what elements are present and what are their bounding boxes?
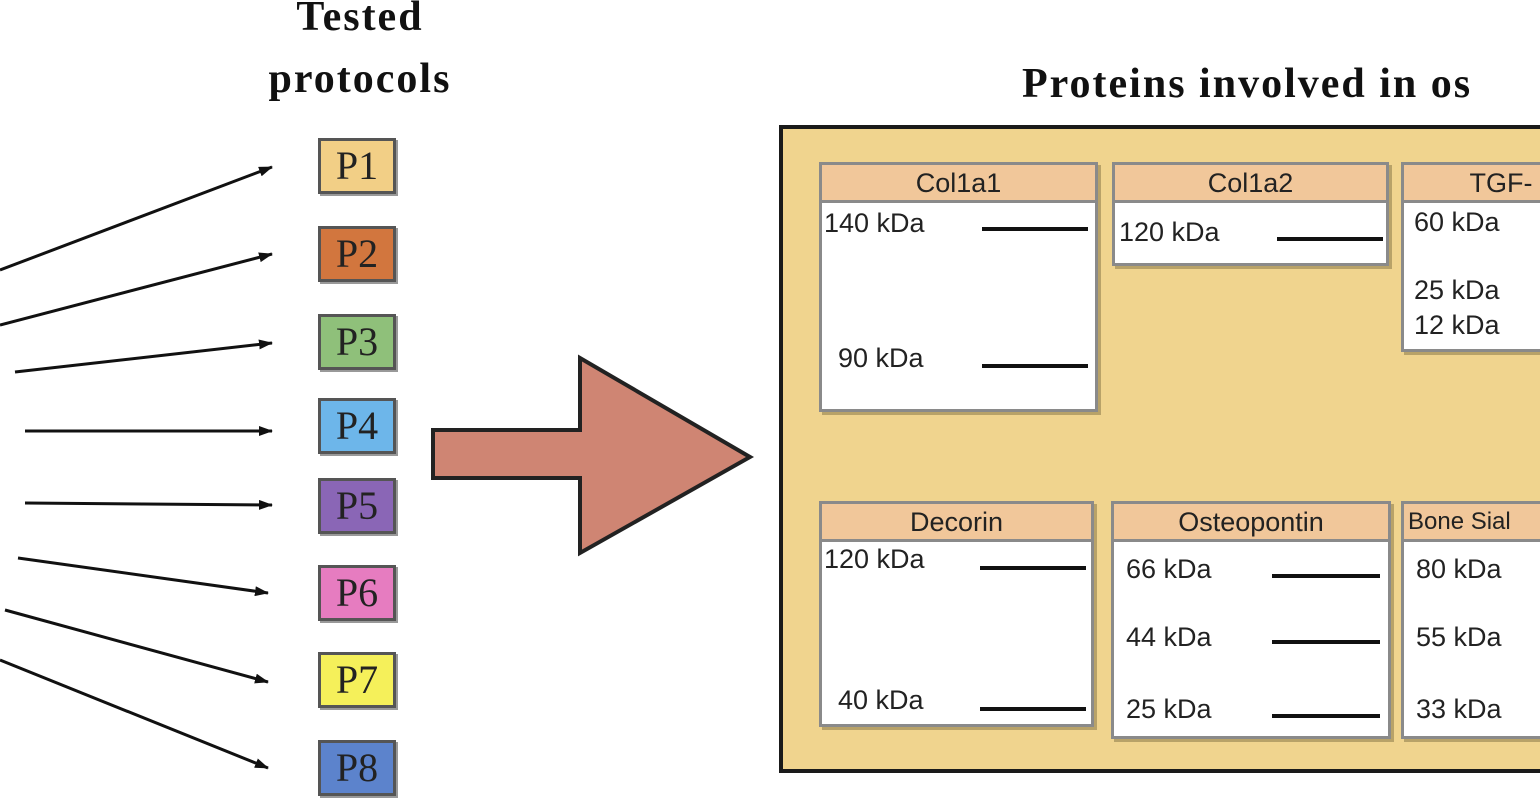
band-label: 80 kDa — [1416, 554, 1502, 584]
band-label: 60 kDa — [1414, 207, 1500, 237]
protein-name: Bone Sial — [1404, 504, 1540, 542]
arrow-to-p3 — [14, 339, 273, 374]
protein-name: TGF- — [1404, 165, 1540, 203]
band-line — [982, 364, 1088, 368]
band-label: 90 kDa — [838, 343, 924, 373]
band-label: 66 kDa — [1126, 554, 1212, 584]
band-label: 40 kDa — [838, 685, 924, 715]
band-label: 33 kDa — [1416, 694, 1502, 724]
arrow-to-p6 — [17, 556, 269, 597]
protein-name: Col1a2 — [1115, 165, 1386, 203]
protein-card-tgf: TGF- 60 kDa 25 kDa 12 kDa — [1401, 162, 1540, 352]
protein-name: Col1a1 — [822, 165, 1095, 203]
band-label: 120 kDa — [824, 544, 925, 574]
band-line — [980, 566, 1086, 570]
protein-name: Osteopontin — [1114, 504, 1388, 542]
tested-protocols-title-line-2: protocols — [268, 56, 452, 102]
big-arrow — [431, 354, 755, 557]
band-label: 120 kDa — [1119, 217, 1220, 247]
protein-card-decorin: Decorin 120 kDa 40 kDa — [819, 501, 1094, 727]
proteins-panel: Col1a1 140 kDa 90 kDa Col1a2 120 kDa TGF… — [779, 125, 1540, 773]
protocol-box-p7: P7 — [318, 652, 396, 708]
proteins-title: Proteins involved in os — [1022, 61, 1473, 107]
band-label: 55 kDa — [1416, 622, 1502, 652]
arrow-to-p1 — [0, 165, 273, 272]
tested-protocols-title: Tested protocols — [250, 0, 470, 110]
band-label: 25 kDa — [1414, 275, 1500, 305]
band-line — [1272, 640, 1380, 644]
band-label: 12 kDa — [1414, 310, 1500, 340]
arrow-to-p8 — [0, 658, 269, 770]
arrow-to-p5 — [24, 499, 273, 510]
thin-arrows — [0, 165, 273, 770]
protocol-box-p1: P1 — [318, 138, 396, 194]
protein-name: Decorin — [822, 504, 1091, 542]
protocol-box-p3: P3 — [318, 314, 396, 370]
arrow-to-p2 — [0, 252, 273, 327]
band-line — [982, 227, 1088, 231]
protein-card-col1a2: Col1a2 120 kDa — [1112, 162, 1389, 266]
protein-card-bone-sialoprotein: Bone Sial 80 kDa 55 kDa 33 kDa — [1401, 501, 1540, 739]
tested-protocols-title-line-1: Tested — [296, 0, 424, 40]
protocol-box-p6: P6 — [318, 565, 396, 621]
protocol-box-p2: P2 — [318, 226, 396, 282]
band-line — [1272, 714, 1380, 718]
protein-card-col1a1: Col1a1 140 kDa 90 kDa — [819, 162, 1098, 412]
protein-card-osteopontin: Osteopontin 66 kDa 44 kDa 25 kDa — [1111, 501, 1391, 739]
band-line — [980, 707, 1086, 711]
band-line — [1272, 574, 1380, 578]
protocol-box-p5: P5 — [318, 478, 396, 534]
band-line — [1277, 237, 1383, 241]
band-label: 44 kDa — [1126, 622, 1212, 652]
protocol-box-p4: P4 — [318, 398, 396, 454]
band-label: 25 kDa — [1126, 694, 1212, 724]
arrow-to-p7 — [4, 608, 269, 684]
protocol-box-p8: P8 — [318, 740, 396, 796]
band-label: 140 kDa — [824, 208, 925, 238]
